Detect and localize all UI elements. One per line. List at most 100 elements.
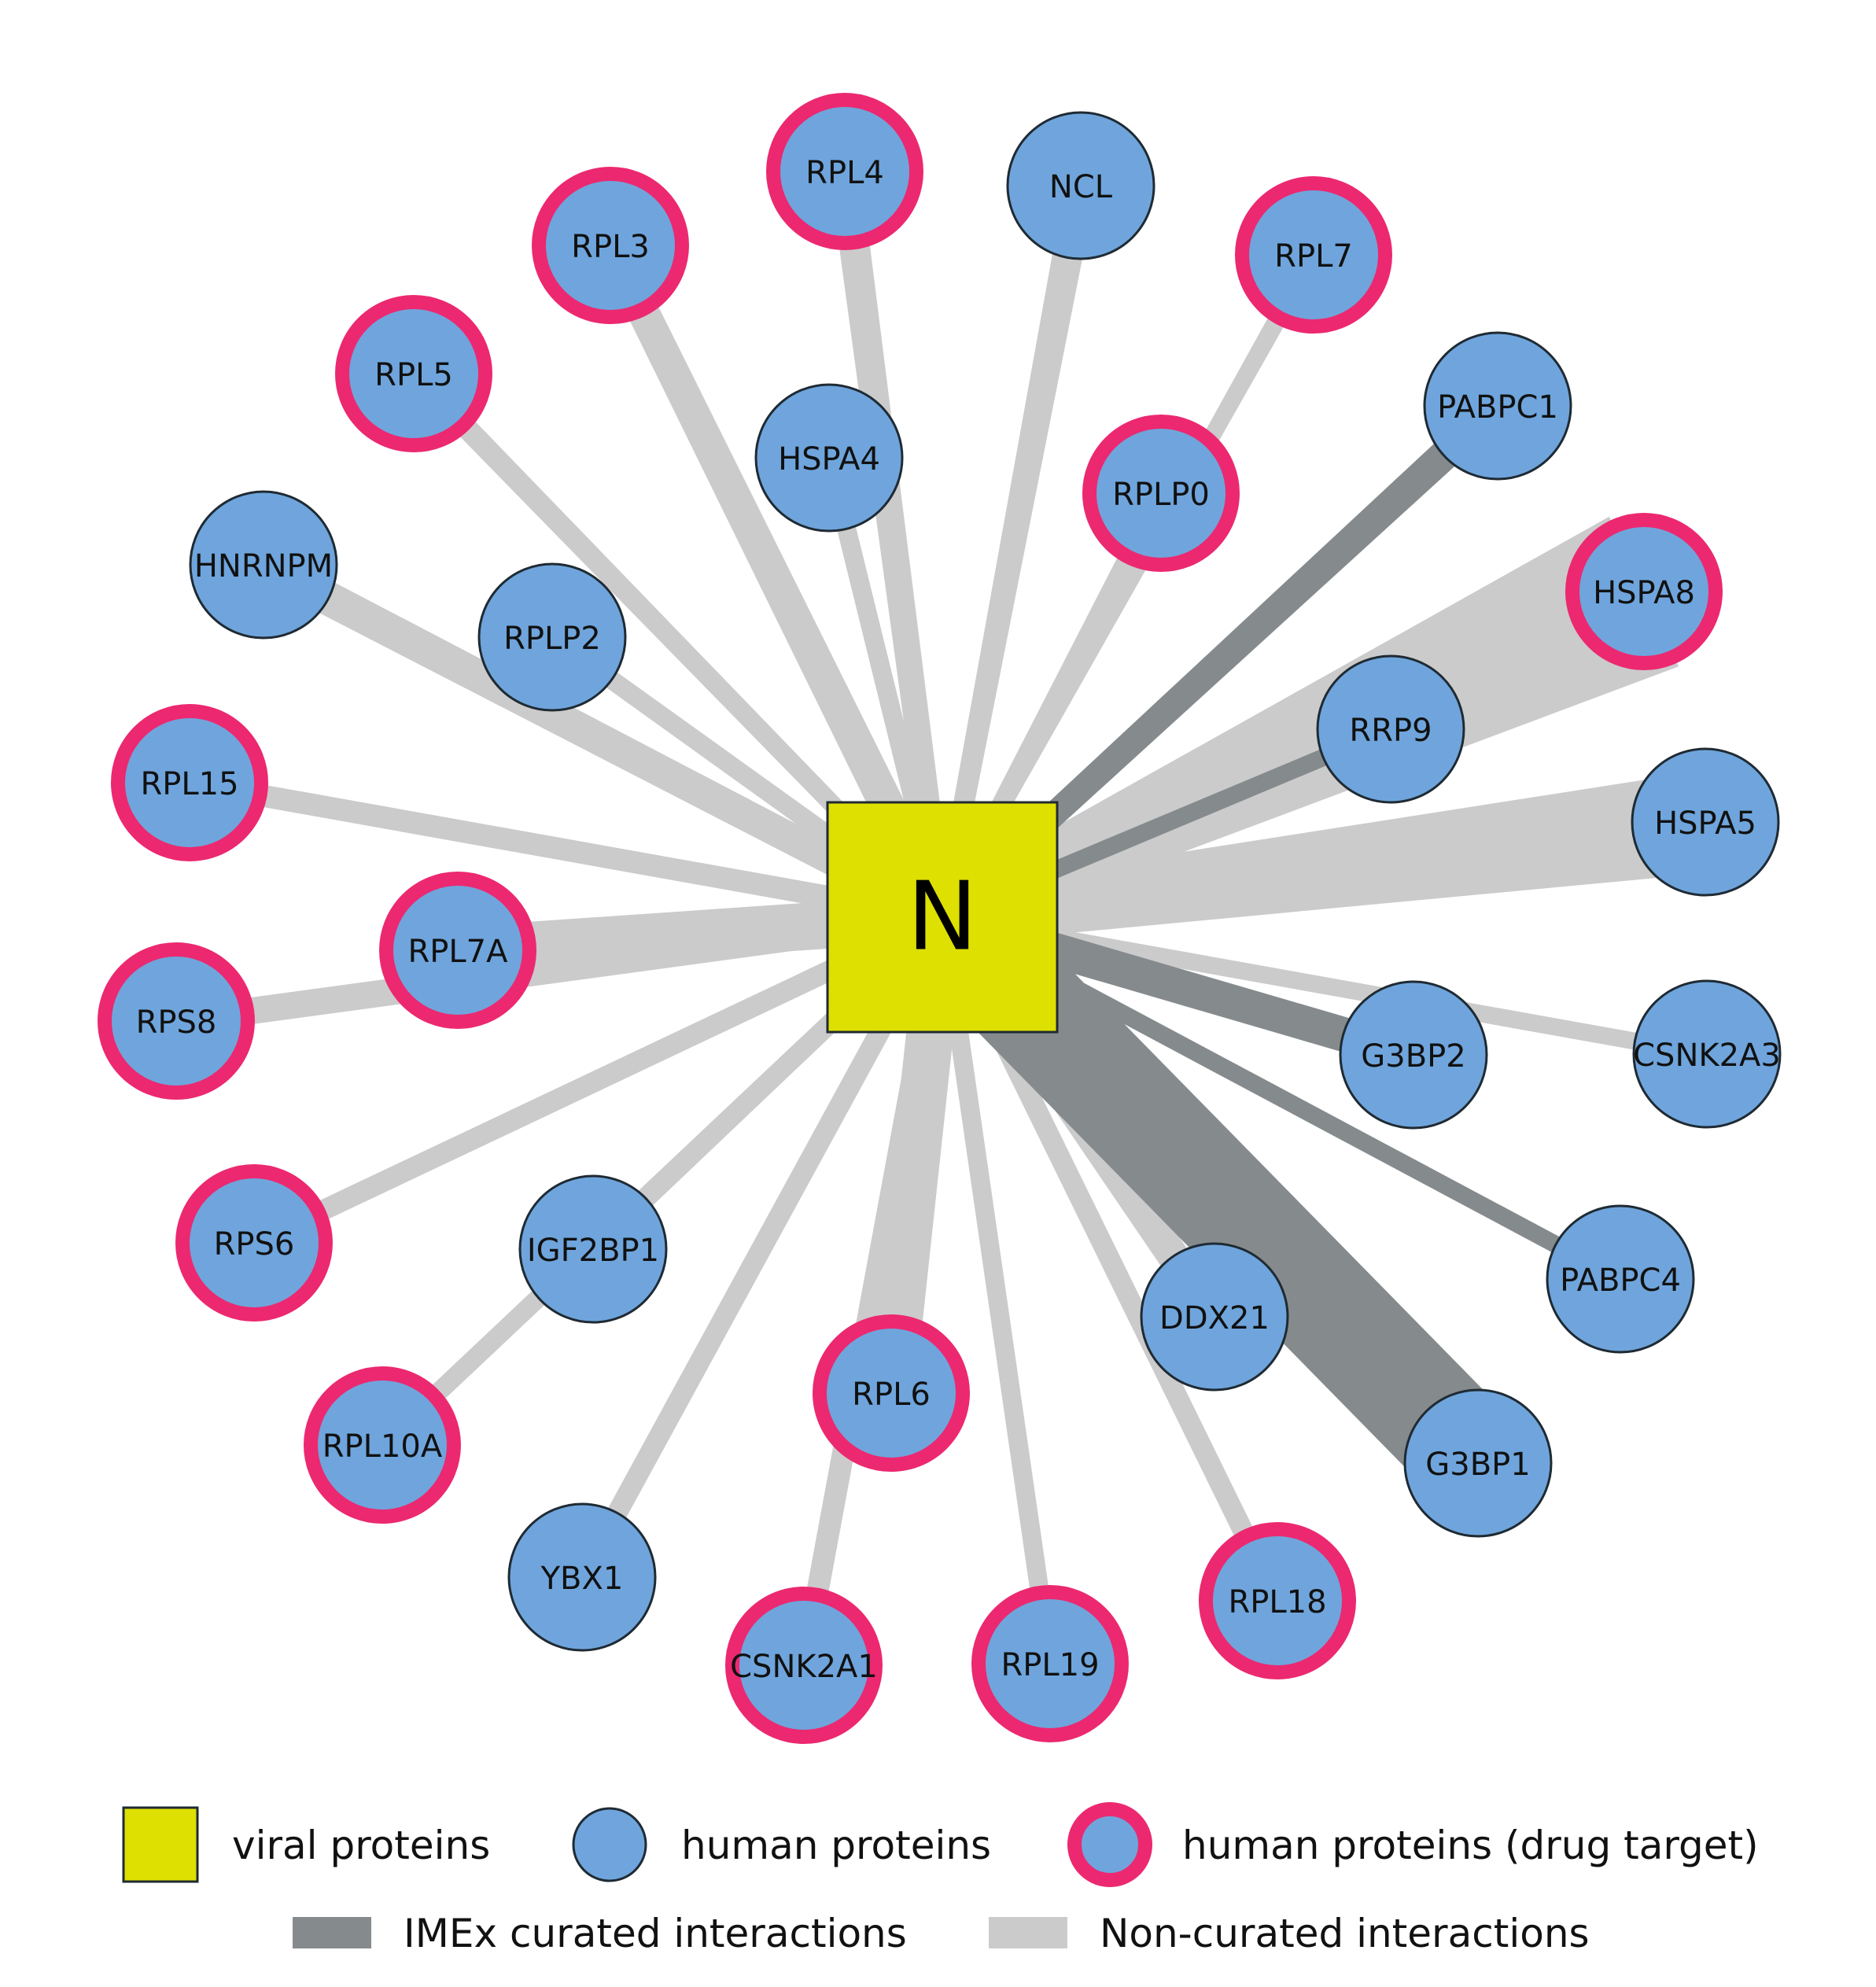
drug-target-node-circle[interactable] [175,1164,333,1322]
node-rplp2[interactable]: RPLP2 [477,562,627,712]
node-rpl7a[interactable]: RPL7A [379,872,536,1029]
drug-target-node-circle[interactable] [98,942,255,1100]
drug-target-node-circle[interactable] [532,167,689,324]
human-node-circle[interactable] [1631,747,1780,897]
edge-n-hspa5[interactable] [938,771,1712,945]
node-label: RPS8 [136,1005,217,1041]
drug-target-node-circle[interactable] [1082,415,1240,572]
legend-noncurated-label: Non-curated interactions [1100,1911,1590,1956]
node-rpl15[interactable]: RPL15 [111,704,268,861]
edge-n-rpl4[interactable] [829,169,954,919]
edge-n-rpl18[interactable] [933,912,1287,1605]
node-label: RPL5 [374,357,453,393]
node-label: RPL3 [571,229,650,265]
human-node-circle[interactable] [507,1502,657,1652]
legend-curated-label: IMEx curated interactions [404,1911,907,1956]
node-csnk2a1[interactable]: CSNK2A1 [725,1587,883,1744]
node-hspa4[interactable]: HSPA4 [754,383,904,533]
drug-target-node-circle[interactable] [1235,176,1392,334]
node-rpl10a[interactable]: RPL10A [304,1366,461,1524]
node-igf2bp1[interactable]: IGF2BP1 [518,1174,668,1324]
edge-n-rpl5[interactable] [406,366,949,923]
edge-n-rpl19[interactable] [933,916,1060,1665]
node-rpl5[interactable]: RPL5 [335,295,492,452]
node-label: IGF2BP1 [527,1233,659,1269]
human-node-circle[interactable] [1423,331,1572,481]
edge-n-rpl3[interactable] [596,238,959,926]
node-rpl7[interactable]: RPL7 [1235,176,1392,334]
human-node-circle[interactable] [518,1174,668,1324]
drug-target-node-circle[interactable] [813,1314,970,1472]
human-node-circle[interactable] [1140,1242,1289,1392]
node-pabpc1[interactable]: PABPC1 [1423,331,1572,481]
drug-target-node-circle[interactable] [304,1366,461,1524]
node-label: PABPC4 [1560,1263,1681,1299]
edge-n-pabpc1[interactable] [934,394,1509,926]
node-rps8[interactable]: RPS8 [98,942,255,1100]
node-rrp9[interactable]: RRP9 [1316,654,1465,804]
human-node-circle[interactable] [1632,979,1782,1129]
drug-target-node-circle[interactable] [111,704,268,861]
node-hspa5[interactable]: HSPA5 [1631,747,1780,897]
edge-n-rpl10a[interactable] [375,910,949,1452]
node-rpl6[interactable]: RPL6 [813,1314,970,1472]
node-csnk2a3[interactable]: CSNK2A3 [1632,979,1782,1129]
edge-n-rps6[interactable] [249,908,947,1252]
human-node-circle[interactable] [477,562,627,712]
node-ncl[interactable]: NCL [1006,111,1155,260]
node-ybx1[interactable]: YBX1 [507,1502,657,1652]
drug-target-node-circle[interactable] [1199,1522,1356,1679]
drug-target-node-circle[interactable] [766,93,923,250]
node-g3bp1[interactable]: G3BP1 [1403,1388,1553,1538]
edge-n-csnk2a3[interactable] [941,909,1708,1063]
human-node-circle[interactable] [1403,1388,1553,1538]
edge-n-rps8[interactable] [174,904,945,1034]
edge-n-rpl6[interactable] [868,914,966,1396]
node-label: HNRNPM [194,548,333,584]
node-label: YBX1 [540,1561,624,1597]
human-node-circle[interactable] [1339,980,1488,1130]
node-g3bp2[interactable]: G3BP2 [1339,980,1488,1130]
node-rpl4[interactable]: RPL4 [766,93,923,250]
node-rpl3[interactable]: RPL3 [532,167,689,324]
edge-n-rpl15[interactable] [187,772,945,928]
edge-n-hnrnpm[interactable] [255,549,949,931]
edge-n-hspa8[interactable] [932,516,1679,939]
edge-n-pabpc4[interactable] [938,909,1625,1287]
node-pabpc4[interactable]: PABPC4 [1546,1204,1695,1354]
node-label: RPL18 [1228,1584,1326,1620]
node-rplp0[interactable]: RPLP0 [1082,415,1240,572]
drug-target-node-circle[interactable] [971,1585,1129,1742]
edge-n-ybx1[interactable] [573,912,952,1583]
node-rpl18[interactable]: RPL18 [1199,1522,1356,1679]
edge-n-ncl[interactable] [933,182,1096,920]
node-label: PABPC1 [1437,389,1558,426]
human-node-circle[interactable] [1546,1204,1695,1354]
drug-target-node-circle[interactable] [1565,513,1723,670]
legend: viral proteins human proteins human prot… [122,1802,1759,1956]
node-rpl19[interactable]: RPL19 [971,1585,1129,1742]
node-label: RPL7A [407,934,508,970]
legend-drug-swatch [1067,1802,1152,1887]
hub-layer: N [826,801,1059,1034]
human-node-circle[interactable] [1316,654,1465,804]
human-node-circle[interactable] [189,490,338,640]
human-node-circle[interactable] [754,383,904,533]
legend-human-label: human proteins [681,1823,991,1868]
hub-node-square[interactable] [826,801,1059,1034]
drug-target-node-circle[interactable] [379,872,536,1029]
node-label: RPLP2 [503,621,601,657]
drug-target-node-circle[interactable] [335,295,492,452]
node-label: NCL [1049,169,1113,205]
node-hnrnpm[interactable]: HNRNPM [189,490,338,640]
edge-n-csnk2a1[interactable] [793,915,953,1668]
legend-curated-swatch [293,1917,371,1948]
edge-n-g3bp1[interactable] [903,879,1517,1502]
node-ddx21[interactable]: DDX21 [1140,1242,1289,1392]
node-rps6[interactable]: RPS6 [175,1164,333,1322]
drug-target-node-circle[interactable] [725,1587,883,1744]
node-hspa8[interactable]: HSPA8 [1565,513,1723,670]
human-node-circle[interactable] [1006,111,1155,260]
